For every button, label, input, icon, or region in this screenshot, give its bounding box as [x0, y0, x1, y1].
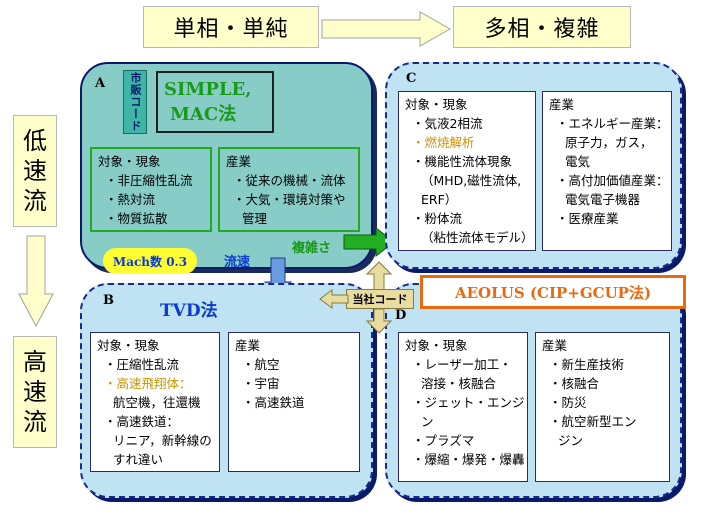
- mac-label: MAC法: [170, 104, 237, 125]
- panel-d-industry-title: 産業: [542, 338, 568, 353]
- panel-c-letter: C: [406, 71, 417, 86]
- header-right-box: 多相・複雑: [453, 6, 631, 48]
- panel-a-object-item: ・物質拡散: [105, 211, 168, 226]
- panel-b-object-item: ・高速鉄道：: [104, 414, 180, 429]
- panel-d-industry-item: ・航空新型エン: [549, 414, 637, 429]
- simple-mac-box: SIMPLE, MAC法: [156, 71, 274, 133]
- panel-c-object-item: ・粉体流: [412, 211, 463, 226]
- panel-c-object-item: ・機能性流体現象: [412, 154, 513, 169]
- panel-c-industry: 産業 ・エネルギー産業： 原子力，ガス， 電気 ・高付加価値産業： 電気電子機器…: [542, 91, 672, 251]
- own-code-label: 当社コード: [352, 293, 408, 306]
- panel-a-industry-item: 管理: [242, 211, 268, 226]
- side-top-box: 低 速 流: [13, 115, 57, 227]
- panel-b-objects-title: 対象・現象: [97, 338, 160, 353]
- side-top-char: 低: [23, 127, 47, 155]
- panel-c-objects-title: 対象・現象: [405, 97, 468, 112]
- panel-a-industry-item: ・大気・環境対策や: [233, 192, 346, 207]
- panel-d-object-item: ・プラズマ: [412, 433, 475, 448]
- panel-b-industry-title: 産業: [235, 338, 261, 353]
- side-bottom-char: 速: [23, 378, 47, 406]
- panel-a-industry: 産業 ・従来の機械・流体 ・大気・環境対策や 管理: [218, 147, 360, 232]
- panel-b-object-item: ・高速飛翔体：: [104, 376, 192, 391]
- panel-a-object-item: ・非圧縮性乱流: [105, 173, 193, 188]
- panel-b-industry-item: ・宇宙: [242, 376, 280, 391]
- mach-label: Mach数 0.3: [112, 254, 188, 269]
- panel-d-letter: D: [395, 308, 407, 323]
- panel-b-letter: B: [103, 293, 114, 308]
- header-right-label: 多相・複雑: [484, 17, 600, 42]
- left-arrow-small-icon: [319, 289, 349, 309]
- up-arrow-icon: [365, 261, 393, 291]
- panel-d-object-item: ・ジェット・エンジ: [412, 395, 525, 410]
- panel-d-industry: 産業 ・新生産技術 ・核融合 ・防災 ・航空新型エン ジン: [535, 332, 670, 482]
- panel-b-object-item: 航空機，往還機: [113, 395, 201, 410]
- panel-c-object-item: ERF）: [421, 192, 458, 207]
- aeolus-box: AEOLUS (CIP+GCUP法): [420, 275, 686, 309]
- right-arrow-icon: [321, 11, 452, 47]
- aeolus-label: AEOLUS (CIP+GCUP法): [454, 283, 652, 302]
- panel-c-object-item: ・燃焼解析: [412, 135, 475, 150]
- mach-badge: Mach数 0.3: [103, 248, 197, 274]
- complexity-label: 複雑さ: [292, 241, 332, 256]
- panel-b-object-item: リニア，新幹線の: [113, 433, 212, 448]
- panel-c-objects: 対象・現象 ・気液2相流 ・燃焼解析 ・機能性流体現象 （MHD,磁性流体, E…: [398, 91, 536, 251]
- panel-d-object-item: ン: [421, 414, 434, 429]
- green-arrow-icon: [343, 226, 395, 258]
- panel-a-letter: A: [95, 76, 106, 91]
- side-bottom-box: 高 速 流: [13, 336, 57, 448]
- panel-b-method: TVD法: [160, 301, 218, 321]
- panel-b-object-item: ・圧縮性乱流: [104, 357, 180, 372]
- panel-d-industry-item: ・核融合: [549, 376, 600, 391]
- side-top-char: 速: [23, 157, 47, 185]
- panel-c-object-item: ・気液2相流: [412, 116, 483, 131]
- own-code-badge: 当社コード: [346, 289, 414, 309]
- commercial-code-label: 市販コード: [129, 72, 142, 132]
- panel-d-industry-item: ・新生産技術: [549, 357, 625, 372]
- panel-c-industry-item: 電気電子機器: [565, 192, 641, 207]
- panel-c-industry-title: 産業: [549, 97, 575, 112]
- panel-d-objects-title: 対象・現象: [405, 338, 468, 353]
- flow-label: 流速: [224, 255, 251, 270]
- panel-b-objects: 対象・現象 ・圧縮性乱流 ・高速飛翔体： 航空機，往還機 ・高速鉄道： リニア，…: [90, 332, 220, 472]
- header-left-box: 単相・単純: [143, 6, 319, 48]
- panel-d-objects: 対象・現象 ・レーザー加工・ 溶接・核融合 ・ジェット・エンジ ン ・プラズマ …: [398, 332, 528, 482]
- panel-a-object-item: ・熱対流: [105, 192, 156, 207]
- panel-d-object-item: ・レーザー加工・: [412, 357, 512, 372]
- commercial-code-badge: 市販コード: [123, 70, 147, 134]
- simple-label: SIMPLE,: [164, 79, 252, 100]
- panel-a-objects: 対象・現象 ・非圧縮性乱流 ・熱対流 ・物質拡散: [90, 147, 212, 232]
- panel-b-industry: 産業 ・航空 ・宇宙 ・高速鉄道: [228, 332, 360, 472]
- panel-c-industry-item: ・高付加価値産業：: [556, 173, 669, 188]
- side-bottom-char: 高: [23, 348, 47, 376]
- panel-c-industry-item: 電気: [565, 154, 591, 169]
- panel-b-object-item: すれ違い: [113, 452, 164, 467]
- down-arrow-icon: [18, 235, 54, 328]
- panel-c-industry-item: ・エネルギー産業：: [556, 116, 669, 131]
- panel-d-industry-item: ジン: [558, 433, 584, 448]
- side-top-char: 流: [23, 187, 47, 215]
- panel-c-object-item: （MHD,磁性流体,: [421, 173, 522, 188]
- panel-d-industry-item: ・防災: [549, 395, 587, 410]
- panel-b-industry-item: ・航空: [242, 357, 280, 372]
- panel-c-industry-item: ・医療産業: [556, 211, 619, 226]
- side-bottom-char: 流: [23, 408, 47, 436]
- panel-a-industry-item: ・従来の機械・流体: [233, 173, 346, 188]
- panel-d-object-item: ・爆縮・爆発・爆轟: [412, 452, 525, 467]
- panel-a-objects-title: 対象・現象: [98, 154, 161, 169]
- panel-c-object-item: （粘性流体モデル）: [421, 230, 534, 245]
- panel-b-industry-item: ・高速鉄道: [242, 395, 305, 410]
- down-arrow-small-icon: [365, 308, 393, 334]
- header-left-label: 単相・単純: [173, 17, 289, 42]
- panel-d-object-item: 溶接・核融合: [421, 376, 497, 391]
- panel-c-industry-item: 原子力，ガス，: [565, 135, 653, 150]
- panel-a-industry-title: 産業: [226, 154, 252, 169]
